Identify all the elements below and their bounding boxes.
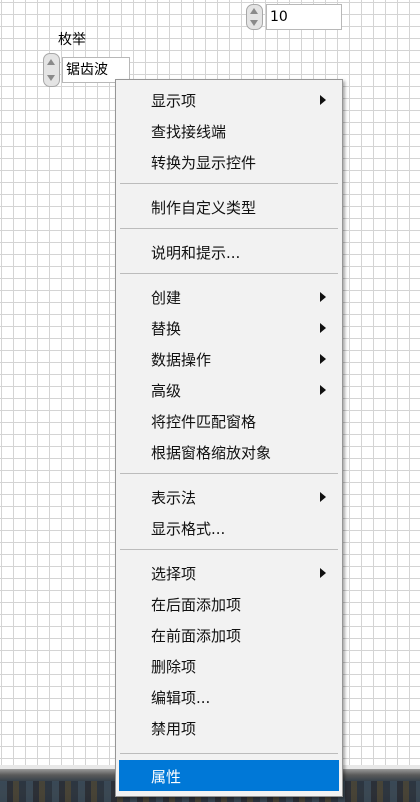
menu-separator — [120, 473, 338, 474]
menu-item-add-item-after[interactable]: 在后面添加项 — [119, 588, 339, 619]
menu-item-label: 编辑项... — [151, 689, 211, 707]
menu-separator — [120, 183, 338, 184]
submenu-arrow-icon — [320, 292, 326, 302]
menu-item-advanced[interactable]: 高级 — [119, 374, 339, 405]
menu-separator — [120, 273, 338, 274]
menu-item-label: 选择项 — [151, 565, 197, 583]
context-menu: 显示项 查找接线端 转换为显示控件 制作自定义类型 说明和提示... 创建 替换… — [115, 79, 343, 797]
enum-down-arrow-icon[interactable] — [47, 75, 55, 81]
menu-item-edit-items[interactable]: 编辑项... — [119, 681, 339, 712]
menu-item-visible-items[interactable]: 显示项 — [119, 84, 339, 115]
menu-item-label: 在前面添加项 — [151, 627, 242, 645]
enum-value-field[interactable]: 锯齿波 — [62, 57, 130, 83]
enum-up-arrow-icon[interactable] — [47, 59, 55, 65]
enum-spinner[interactable] — [43, 53, 60, 87]
submenu-arrow-icon — [320, 568, 326, 578]
menu-item-label: 说明和提示... — [151, 244, 241, 262]
menu-item-change-to-indicator[interactable]: 转换为显示控件 — [119, 146, 339, 177]
menu-item-disable-item[interactable]: 禁用项 — [119, 712, 339, 743]
numeric-value-field[interactable]: 10 — [266, 4, 342, 30]
menu-item-label: 根据窗格缩放对象 — [151, 444, 272, 462]
menu-item-label: 显示格式... — [151, 520, 226, 538]
menu-item-add-item-before[interactable]: 在前面添加项 — [119, 619, 339, 650]
menu-item-label: 属性 — [151, 768, 182, 786]
submenu-arrow-icon — [320, 492, 326, 502]
menu-item-label: 删除项 — [151, 658, 197, 676]
menu-item-label: 替换 — [151, 320, 182, 338]
menu-item-label: 查找接线端 — [151, 123, 227, 141]
menu-item-scale-object-with-pane[interactable]: 根据窗格缩放对象 — [119, 436, 339, 467]
menu-item-label: 转换为显示控件 — [151, 154, 257, 172]
menu-item-label: 表示法 — [151, 489, 197, 507]
menu-item-label: 数据操作 — [151, 351, 212, 369]
menu-separator — [120, 549, 338, 550]
menu-item-remove-item[interactable]: 删除项 — [119, 650, 339, 681]
menu-item-label: 将控件匹配窗格 — [151, 413, 257, 431]
menu-item-display-format[interactable]: 显示格式... — [119, 512, 339, 543]
menu-item-select-item[interactable]: 选择项 — [119, 557, 339, 588]
menu-item-label: 禁用项 — [151, 720, 197, 738]
menu-separator — [120, 228, 338, 229]
menu-item-representation[interactable]: 表示法 — [119, 481, 339, 512]
menu-item-fit-control-to-pane[interactable]: 将控件匹配窗格 — [119, 405, 339, 436]
increment-decrement-spinner[interactable] — [246, 4, 263, 30]
decrement-arrow-icon[interactable] — [250, 20, 258, 26]
menu-item-replace[interactable]: 替换 — [119, 312, 339, 343]
menu-item-description-and-tip[interactable]: 说明和提示... — [119, 236, 339, 267]
menu-item-properties[interactable]: 属性 — [119, 760, 339, 791]
menu-item-make-type-def[interactable]: 制作自定义类型 — [119, 191, 339, 222]
menu-item-label: 创建 — [151, 289, 182, 307]
menu-separator — [120, 753, 338, 754]
increment-arrow-icon[interactable] — [250, 8, 258, 14]
menu-item-label: 高级 — [151, 382, 182, 400]
menu-item-create[interactable]: 创建 — [119, 281, 339, 312]
menu-item-data-operations[interactable]: 数据操作 — [119, 343, 339, 374]
submenu-arrow-icon — [320, 95, 326, 105]
submenu-arrow-icon — [320, 354, 326, 364]
submenu-arrow-icon — [320, 385, 326, 395]
menu-item-label: 显示项 — [151, 92, 197, 110]
menu-item-find-terminal[interactable]: 查找接线端 — [119, 115, 339, 146]
menu-item-label: 制作自定义类型 — [151, 199, 257, 217]
menu-item-label: 在后面添加项 — [151, 596, 242, 614]
enum-control-label: 枚举 — [58, 32, 86, 48]
submenu-arrow-icon — [320, 323, 326, 333]
